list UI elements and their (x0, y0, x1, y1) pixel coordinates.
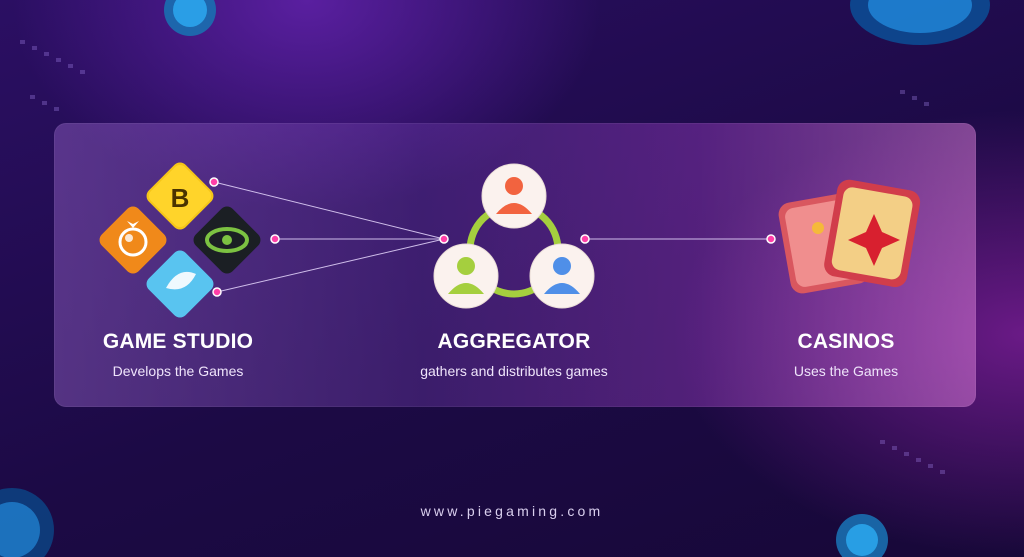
person-orange-icon (481, 163, 547, 229)
connector-line-top (213, 181, 445, 240)
aggregator-title: AGGREGATOR (437, 330, 591, 353)
connector-dot (439, 234, 449, 244)
connector-dot (580, 234, 590, 244)
person-blue-icon (529, 243, 595, 309)
game-studio-subtitle: Develops the Games (112, 363, 244, 379)
connector-dot (209, 177, 219, 187)
people-network-icon (433, 163, 595, 309)
person-green-icon (433, 243, 499, 309)
game-studio-title: GAME STUDIO (102, 330, 254, 353)
casinos-subtitle: Uses the Games (793, 363, 899, 379)
connector-dot (212, 287, 222, 297)
b-logo-icon (146, 162, 214, 230)
connector-dot (766, 234, 776, 244)
website-link[interactable]: www.piegaming.com (420, 503, 604, 519)
playing-cards-icon (778, 179, 921, 294)
connector-line-bottom (216, 238, 445, 293)
connector-dot (270, 234, 280, 244)
casinos-title: CASINOS (797, 330, 895, 353)
svg-text:B: B (171, 183, 190, 213)
studio-logos-icon: B (99, 162, 261, 318)
aggregator-subtitle: gathers and distributes games (420, 363, 608, 379)
orange-logo-icon (99, 206, 167, 274)
